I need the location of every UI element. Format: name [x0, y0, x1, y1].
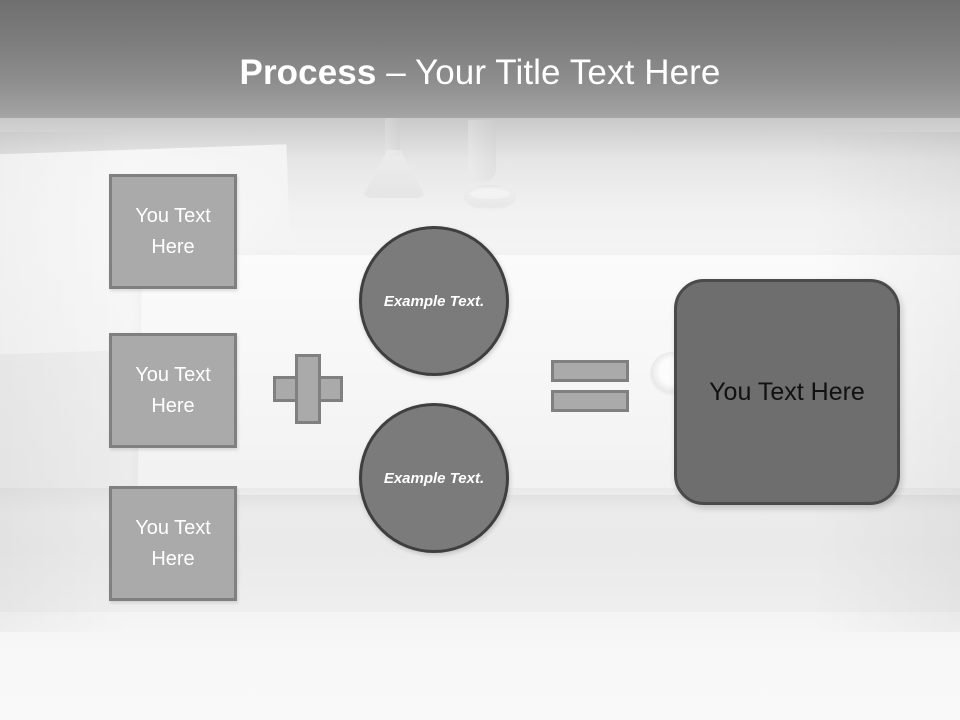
slide-title-rest: – Your Title Text Here: [376, 53, 721, 92]
example-circle-1[interactable]: Example Text.: [359, 226, 509, 376]
equals-top-bar: [551, 360, 629, 382]
input-box-1-label: You Text Here: [135, 204, 211, 258]
plus-center-fill: [298, 379, 318, 399]
header-gradient-band: [0, 0, 960, 132]
input-box-3-label: You Text Here: [135, 516, 211, 570]
example-circle-2-label: Example Text.: [383, 469, 485, 487]
equals-operator-icon[interactable]: [551, 360, 629, 412]
background-vignette-left: [0, 132, 130, 632]
input-box-1[interactable]: You Text Here: [109, 174, 237, 289]
input-box-2-label: You Text Here: [135, 363, 211, 417]
result-box-label: You Text Here: [709, 377, 865, 406]
test-tube-icon: [468, 120, 496, 182]
input-box-2[interactable]: You Text Here: [109, 333, 237, 448]
petri-dish-highlight: [470, 189, 510, 199]
example-circle-1-label: Example Text.: [383, 292, 485, 310]
slide-title: Process – Your Title Text Here: [0, 52, 960, 94]
example-circle-2[interactable]: Example Text.: [359, 403, 509, 553]
flask-neck-icon: [385, 118, 400, 156]
plus-operator-icon[interactable]: [273, 354, 343, 424]
slide-title-bold: Process: [239, 53, 377, 92]
result-box[interactable]: You Text Here: [674, 279, 900, 505]
input-box-3[interactable]: You Text Here: [109, 486, 237, 601]
equals-bottom-bar: [551, 390, 629, 412]
petri-dish-icon: [464, 185, 516, 210]
background-floor: [0, 612, 960, 720]
